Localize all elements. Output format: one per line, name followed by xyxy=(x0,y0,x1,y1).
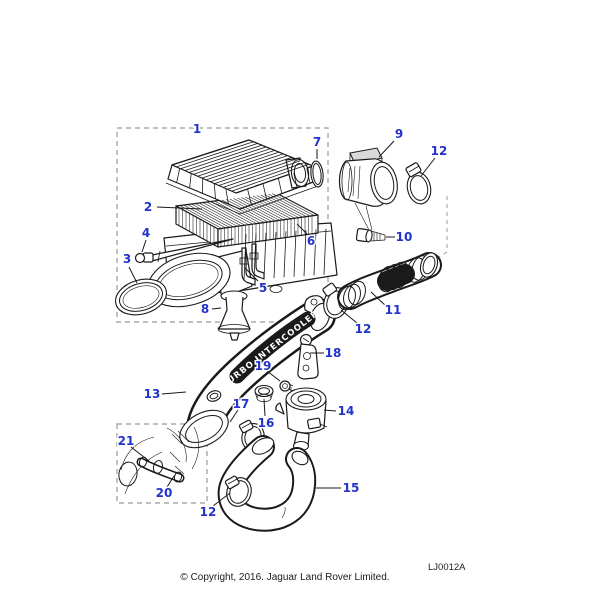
leader-12 xyxy=(212,492,231,507)
callout-12[interactable]: 12 xyxy=(198,504,218,521)
generated-detail-lines xyxy=(176,141,327,281)
leader-17 xyxy=(229,409,239,423)
leader-8 xyxy=(211,307,222,310)
part-grommet-pin xyxy=(134,238,234,264)
leader-2 xyxy=(156,206,203,210)
callout-15[interactable]: 15 xyxy=(341,480,361,497)
callout-19[interactable]: 19 xyxy=(253,358,273,375)
part-intake-duct: TURBO INTERCOOLER xyxy=(179,295,336,449)
vehicle-inset-art xyxy=(118,426,199,495)
leader-6 xyxy=(296,223,308,235)
part-o-ring-seal xyxy=(310,160,324,188)
leader-11 xyxy=(370,291,387,307)
callout-2[interactable]: 2 xyxy=(142,199,153,216)
callout-13[interactable]: 13 xyxy=(142,386,162,403)
duct-label-band xyxy=(229,311,316,384)
vehicle-location-inset-box xyxy=(116,423,208,504)
callout-21[interactable]: 21 xyxy=(116,433,136,450)
leader-20 xyxy=(166,475,175,488)
callout-8[interactable]: 8 xyxy=(199,301,210,318)
callout-11[interactable]: 11 xyxy=(383,302,403,319)
callout-20[interactable]: 20 xyxy=(154,485,174,502)
copyright-text: © Copyright, 2016. Jaguar Land Rover Lim… xyxy=(180,572,390,583)
part-intake-seal xyxy=(115,278,167,316)
leader-9 xyxy=(378,140,395,158)
leader-5 xyxy=(244,267,259,282)
part-resonator xyxy=(275,387,328,452)
callout-14[interactable]: 14 xyxy=(336,403,356,420)
leader-3 xyxy=(128,266,138,284)
leader-4 xyxy=(141,239,147,253)
part-intake-hose xyxy=(337,252,442,311)
part-mass-airflow-sensor xyxy=(338,147,398,231)
callout-18[interactable]: 18 xyxy=(323,345,343,362)
part-hose-clamp-lower xyxy=(224,475,252,507)
callout-1[interactable]: 1 xyxy=(191,121,202,138)
callout-6[interactable]: 6 xyxy=(305,233,316,250)
callout-12[interactable]: 12 xyxy=(353,321,373,338)
leader-12 xyxy=(420,157,436,177)
leader-16 xyxy=(263,398,266,417)
callout-16[interactable]: 16 xyxy=(256,415,276,432)
clamp-position-dashed-line xyxy=(438,196,448,258)
part-drain-valve xyxy=(217,290,251,341)
leader-21 xyxy=(130,446,150,462)
diagram-code: LJ0012A xyxy=(428,562,466,573)
leader-13 xyxy=(161,391,187,395)
callout-5[interactable]: 5 xyxy=(257,280,268,297)
part-hose-clamp-upper xyxy=(405,162,432,205)
callout-3[interactable]: 3 xyxy=(121,251,132,268)
callout-7[interactable]: 7 xyxy=(311,134,322,151)
callout-12[interactable]: 12 xyxy=(429,143,449,160)
part-outlet-hose xyxy=(217,435,317,532)
leader-19 xyxy=(266,370,281,382)
part-bolt xyxy=(355,228,386,243)
callout-9[interactable]: 9 xyxy=(393,126,404,143)
leader-lines xyxy=(128,140,436,507)
part-inset-hose-20 xyxy=(173,471,183,483)
part-grommet-cap xyxy=(254,384,274,403)
callout-17[interactable]: 17 xyxy=(231,396,251,413)
leader-14 xyxy=(323,409,337,412)
callout-10[interactable]: 10 xyxy=(394,229,414,246)
part-support-bracket xyxy=(297,333,319,380)
callout-4[interactable]: 4 xyxy=(140,225,151,242)
leader-12 xyxy=(340,309,358,324)
